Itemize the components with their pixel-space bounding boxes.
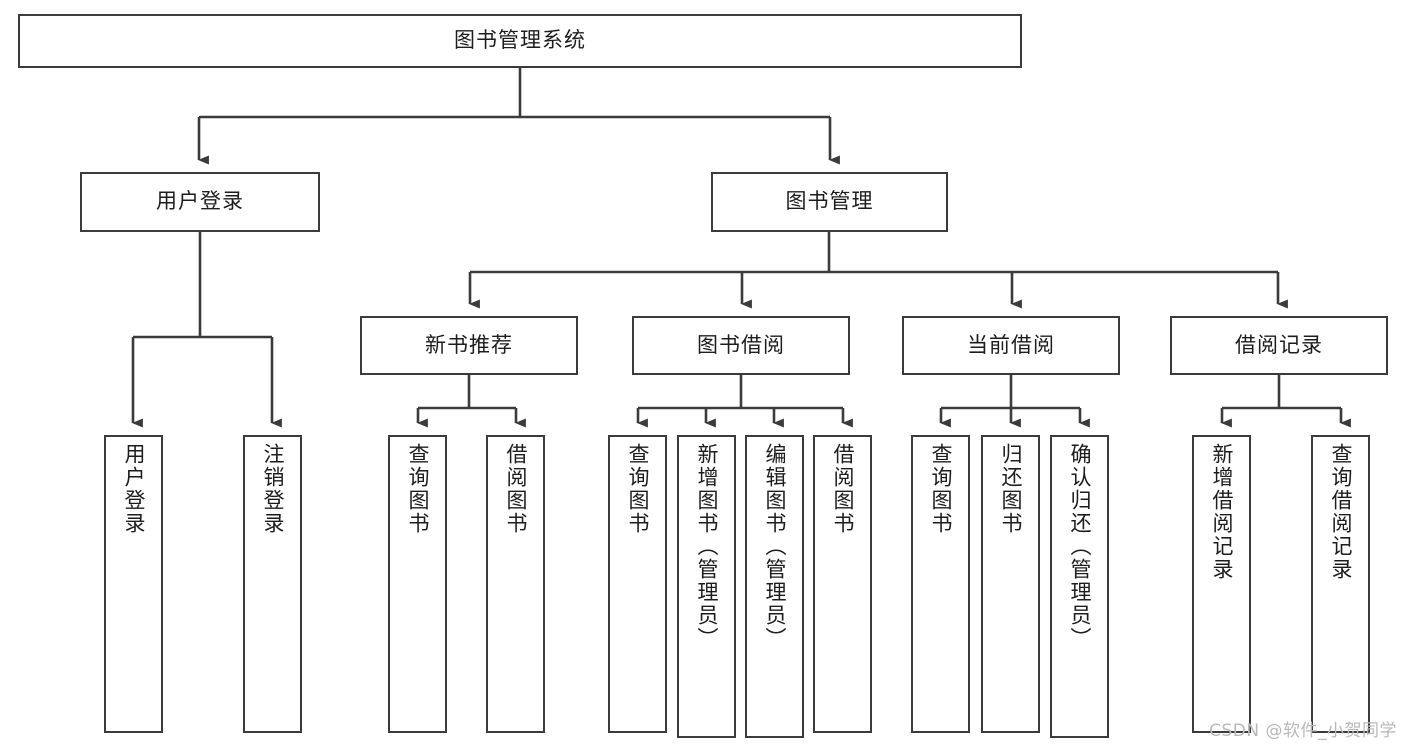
node-leaf-add-record-label: 新增借阅记录 [1210, 443, 1234, 581]
node-leaf-query-book-1-label: 查询图书 [406, 443, 430, 535]
node-current-borrow[interactable]: 当前借阅 [902, 316, 1120, 375]
node-leaf-borrow-book-2-label: 借阅图书 [831, 443, 855, 535]
node-leaf-query-book-2-label: 查询图书 [626, 443, 650, 535]
node-leaf-query-record[interactable]: 查询借阅记录 [1311, 435, 1370, 733]
node-user-login[interactable]: 用户登录 [80, 172, 320, 232]
node-borrow-record[interactable]: 借阅记录 [1170, 316, 1388, 375]
node-root[interactable]: 图书管理系统 [18, 14, 1022, 68]
node-new-book-rec-label: 新书推荐 [425, 332, 513, 357]
node-leaf-return-book[interactable]: 归还图书 [981, 435, 1040, 733]
node-leaf-add-book[interactable]: 新增图书（管理员） [677, 435, 736, 738]
node-book-manage[interactable]: 图书管理 [711, 172, 948, 232]
node-leaf-confirm-return[interactable]: 确认归还（管理员） [1050, 435, 1109, 738]
node-borrow-record-label: 借阅记录 [1235, 332, 1323, 357]
node-new-book-rec[interactable]: 新书推荐 [360, 316, 578, 375]
node-book-borrow-label: 图书借阅 [697, 332, 785, 357]
node-leaf-add-book-label: 新增图书（管理员） [695, 443, 719, 650]
node-user-login-label: 用户登录 [156, 189, 244, 214]
node-leaf-query-book-3[interactable]: 查询图书 [911, 435, 970, 733]
node-leaf-logout[interactable]: 注销登录 [243, 435, 302, 733]
node-book-manage-label: 图书管理 [785, 189, 874, 214]
node-book-borrow[interactable]: 图书借阅 [632, 316, 850, 375]
node-leaf-query-book-2[interactable]: 查询图书 [608, 435, 667, 733]
node-leaf-borrow-book-2[interactable]: 借阅图书 [813, 435, 872, 733]
node-leaf-query-book-3-label: 查询图书 [929, 443, 953, 535]
node-current-borrow-label: 当前借阅 [967, 332, 1055, 357]
node-leaf-borrow-book-1[interactable]: 借阅图书 [486, 435, 545, 733]
node-leaf-confirm-return-label: 确认归还（管理员） [1068, 443, 1092, 650]
node-leaf-edit-book-label: 编辑图书（管理员） [763, 443, 787, 650]
node-leaf-user-login[interactable]: 用户登录 [104, 435, 163, 733]
watermark: CSDN @软件_小贺同学 [1209, 721, 1397, 741]
node-leaf-user-login-label: 用户登录 [122, 443, 146, 535]
node-leaf-add-record[interactable]: 新增借阅记录 [1192, 435, 1251, 733]
node-root-label: 图书管理系统 [454, 28, 586, 53]
node-leaf-return-book-label: 归还图书 [999, 443, 1023, 535]
node-leaf-query-record-label: 查询借阅记录 [1329, 443, 1353, 581]
node-leaf-query-book-1[interactable]: 查询图书 [388, 435, 447, 733]
node-leaf-logout-label: 注销登录 [261, 443, 285, 535]
node-leaf-borrow-book-1-label: 借阅图书 [504, 443, 528, 535]
node-leaf-edit-book[interactable]: 编辑图书（管理员） [745, 435, 804, 738]
